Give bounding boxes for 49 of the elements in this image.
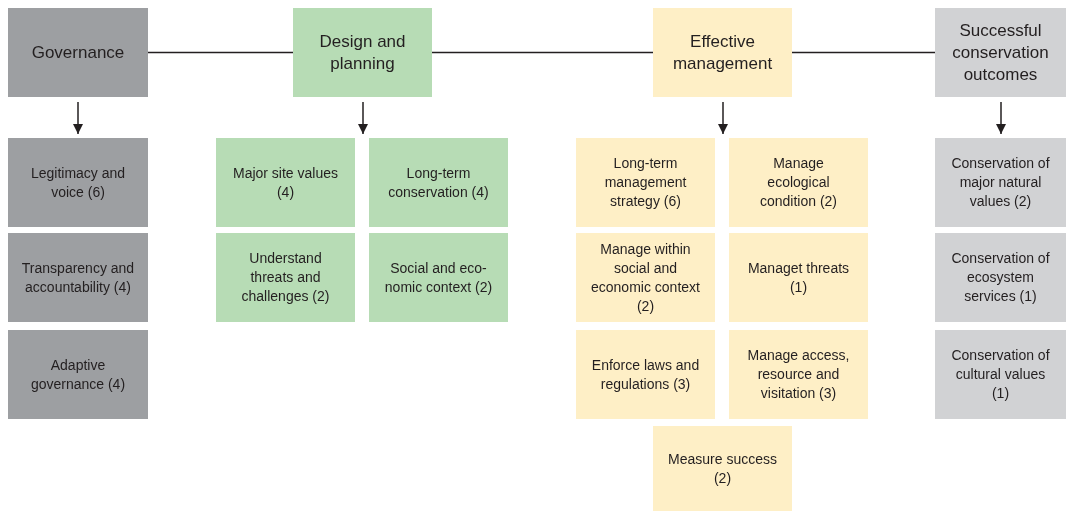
category-box bbox=[8, 8, 148, 97]
item-box bbox=[653, 426, 792, 511]
box-label: Major site values (4) bbox=[231, 163, 339, 202]
item-box bbox=[216, 138, 355, 227]
item-box bbox=[216, 233, 355, 322]
box-label: Conservation of major natural values (2) bbox=[950, 154, 1051, 211]
item-box bbox=[729, 330, 868, 419]
box-label: Manage within social and economic context (2) bbox=[590, 239, 701, 316]
connector-line bbox=[791, 51, 936, 54]
box-label: Social and eco-nomic context (2) bbox=[383, 258, 494, 297]
box-label: Manage ecological condition (2) bbox=[758, 154, 838, 211]
item-box bbox=[369, 138, 508, 227]
box-label: Conservation of ecosystem services (1) bbox=[950, 249, 1051, 306]
item-box bbox=[8, 138, 148, 227]
item-box bbox=[729, 138, 868, 227]
item-box bbox=[935, 138, 1066, 227]
box-label: Transparency and accountability (4) bbox=[21, 258, 135, 297]
box-label: Conservation of cultural values (1) bbox=[950, 346, 1051, 403]
item-box bbox=[729, 233, 868, 322]
item-box bbox=[369, 233, 508, 322]
box-label: Understand threats and challenges (2) bbox=[240, 249, 331, 306]
category-box bbox=[935, 8, 1066, 97]
box-label: Legitimacy and voice (6) bbox=[29, 163, 127, 202]
box-label: Long-term management strategy (6) bbox=[603, 154, 688, 211]
box-label: Measure success (2) bbox=[667, 449, 778, 488]
box-label: Design and planning bbox=[318, 30, 407, 75]
arrow bbox=[718, 101, 728, 135]
box-label: Adaptive governance (4) bbox=[29, 355, 127, 394]
category-box bbox=[653, 8, 792, 97]
box-label: Managet threats (1) bbox=[746, 258, 851, 297]
box-label: Long-term conservation (4) bbox=[387, 163, 490, 202]
arrow bbox=[996, 101, 1006, 135]
connector-line bbox=[431, 51, 654, 54]
connector-line bbox=[147, 51, 294, 54]
box-label: Governance bbox=[31, 41, 125, 64]
arrow bbox=[358, 101, 368, 135]
box-label: Effective management bbox=[671, 30, 774, 75]
item-box bbox=[8, 233, 148, 322]
box-label: Enforce laws and regulations (3) bbox=[590, 355, 701, 394]
item-box bbox=[935, 233, 1066, 322]
category-box bbox=[293, 8, 432, 97]
box-label: Manage access, resource and visitation (3) bbox=[746, 346, 851, 403]
item-box bbox=[935, 330, 1066, 419]
box-label: Successful conservation outcomes bbox=[951, 19, 1050, 86]
item-box bbox=[8, 330, 148, 419]
item-box bbox=[576, 233, 715, 322]
item-box bbox=[576, 330, 715, 419]
arrow bbox=[73, 101, 83, 135]
item-box bbox=[576, 138, 715, 227]
